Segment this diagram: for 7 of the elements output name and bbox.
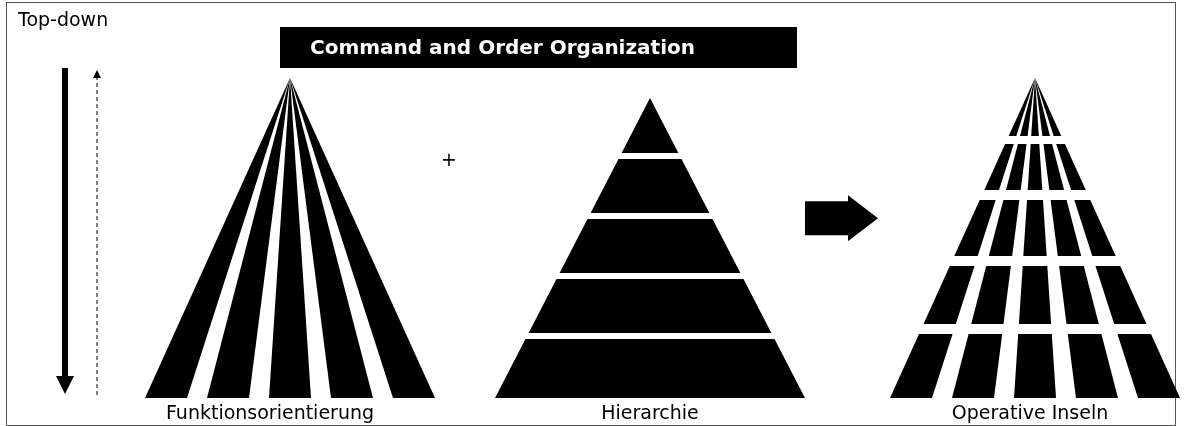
direction-label: Top-down	[18, 8, 109, 30]
pyramid-caption: Operative Inseln	[950, 401, 1110, 423]
pyramid-caption: Funktionsorientierung	[164, 401, 376, 423]
plus-sign: +	[441, 148, 457, 170]
arrow	[805, 195, 878, 242]
title-banner: Command and Order Organization	[280, 27, 797, 68]
pyramid-caption: Hierarchie	[600, 401, 700, 423]
